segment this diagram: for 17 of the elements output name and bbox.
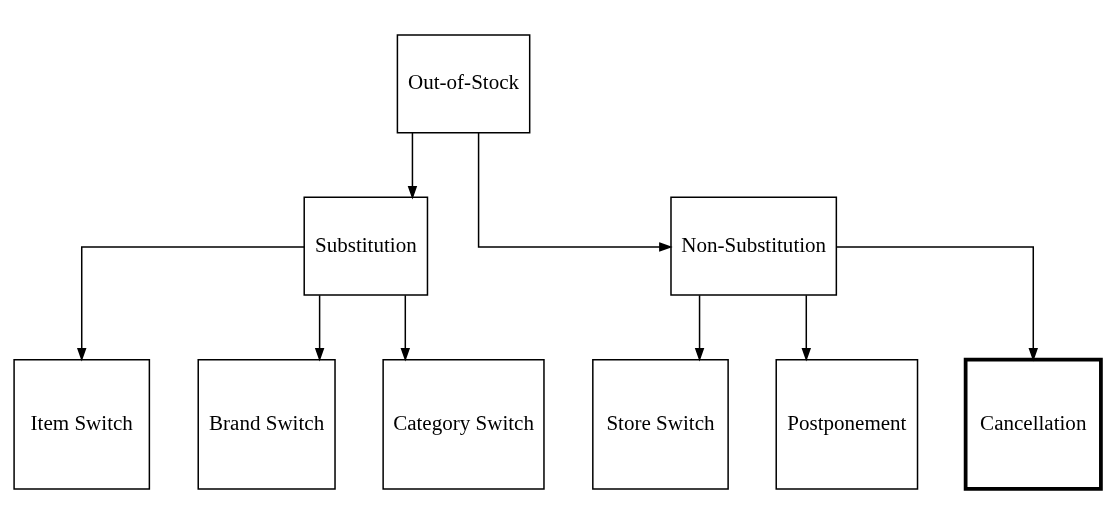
arrow [314, 294, 325, 362]
arrow [477, 132, 673, 252]
node-box: Category Switch [382, 358, 545, 490]
node-box: Out-of-Stock [396, 34, 531, 134]
arrow [801, 294, 812, 362]
arrow [77, 246, 305, 362]
node-box: Non-Substitution [670, 196, 838, 296]
node-box: Postponement [775, 358, 919, 490]
arrow [400, 294, 411, 362]
arrow [694, 294, 705, 362]
arrow [835, 246, 1038, 362]
node-box: Cancellation [963, 357, 1103, 491]
node-box: Store Switch [592, 358, 729, 490]
node-box: Brand Switch [197, 358, 336, 490]
arrow [407, 132, 418, 200]
node-box: Item Switch [13, 358, 151, 490]
node-box: Substitution [303, 196, 429, 296]
